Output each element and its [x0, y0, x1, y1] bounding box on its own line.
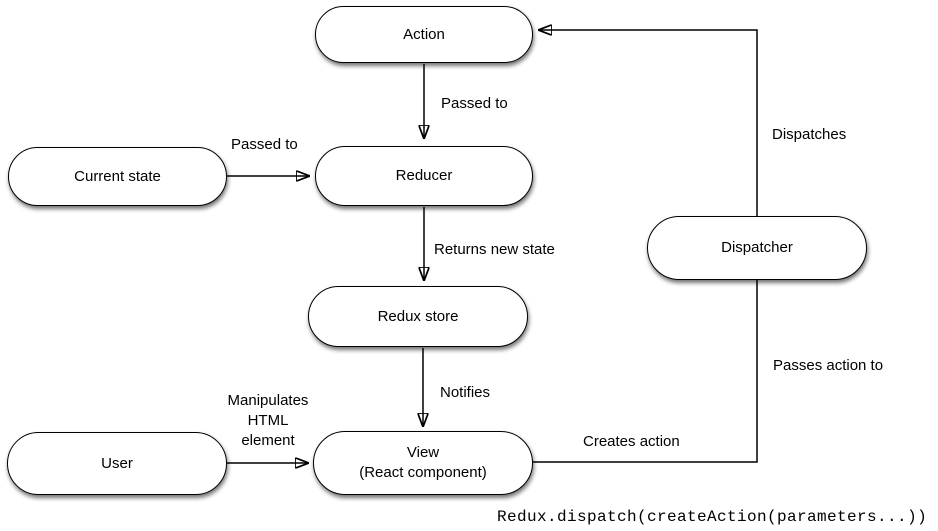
- node-user-label: User: [101, 454, 133, 472]
- node-view: View (React component): [313, 431, 533, 495]
- node-redux-store-label: Redux store: [377, 307, 459, 325]
- node-view-sublabel: (React component): [359, 464, 487, 481]
- node-user: User: [7, 432, 227, 495]
- node-action-label: Action: [403, 25, 445, 43]
- node-current-state-label: Current state: [74, 167, 161, 185]
- node-dispatcher-label: Dispatcher: [721, 239, 793, 256]
- node-redux-store: Redux store: [308, 286, 528, 347]
- edge-label-notifies: Notifies: [440, 384, 491, 401]
- node-dispatcher: Dispatcher: [647, 216, 867, 280]
- edge-label-passes-action-to: Passes action to: [773, 357, 884, 374]
- edge-label-dispatches: Dispatches: [772, 126, 847, 143]
- node-reducer: Reducer: [315, 146, 533, 206]
- node-view-label: View: [406, 444, 440, 461]
- node-reducer-label: Reducer: [395, 167, 453, 184]
- edge-label-returns-new-state: Returns new state: [434, 241, 555, 258]
- caption-redux-dispatch-code: Redux.dispatch(createAction(parameters..…: [497, 508, 928, 526]
- node-current-state: Current state: [8, 147, 227, 206]
- edge-label-passed-to-state: Passed to: [231, 136, 298, 153]
- edge-label-manipulates-html-element: Manipulates HTML element: [227, 392, 309, 449]
- edge-label-passed-to-action: Passed to: [441, 95, 508, 112]
- node-action: Action: [315, 6, 533, 63]
- edge-label-creates-action: Creates action: [583, 433, 680, 450]
